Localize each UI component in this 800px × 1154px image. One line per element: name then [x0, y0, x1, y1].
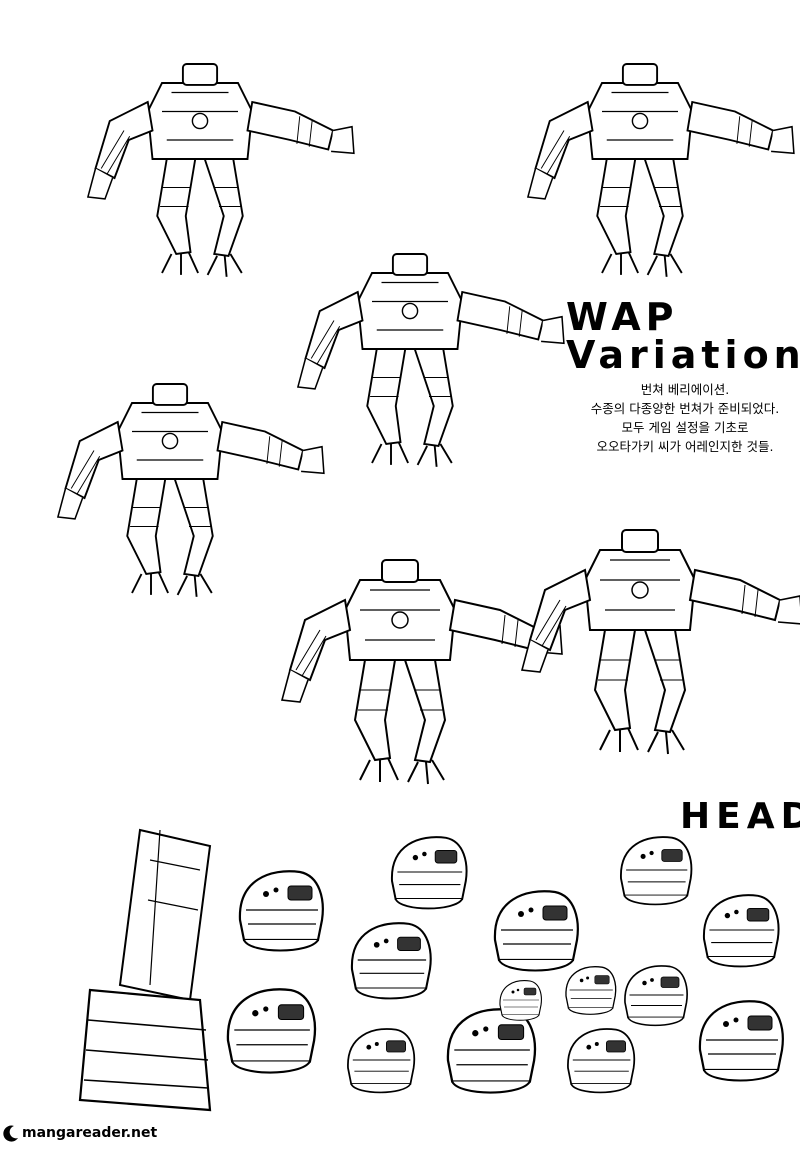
title-line-2: Variation [566, 333, 800, 377]
head-8 [347, 1028, 416, 1094]
head-13 [565, 966, 617, 1015]
head-6 [702, 894, 780, 968]
mech-4 [56, 383, 325, 598]
description-line: 수종의 다종양한 번쳐가 준비되었다. [590, 401, 780, 416]
description-line: 번쳐 베리에이션. [640, 382, 730, 397]
watermark-text: mangareader.net [22, 1125, 158, 1141]
cylinder-part [78, 828, 212, 1112]
watermark: mangareader.net [2, 1124, 157, 1142]
head-2 [390, 836, 468, 910]
title-line-1: WAP [566, 295, 679, 339]
head-12 [698, 1000, 784, 1082]
mech-2 [526, 63, 795, 278]
mech-3 [296, 253, 565, 468]
moon-logo-icon [3, 1125, 18, 1142]
description-line: 오오타가키 씨가 어레인지한 것들. [596, 439, 774, 454]
head-1 [238, 870, 324, 952]
mech-5 [281, 559, 563, 785]
head-9 [446, 1008, 537, 1094]
head-7 [226, 988, 317, 1074]
head-5 [619, 836, 693, 906]
description-line: 모두 게임 설정을 기초로 [621, 420, 749, 435]
description-text: 번쳐 베리에이션. 수종의 다종양한 번쳐가 준비되었다. 모두 게임 설정을 … [574, 380, 796, 456]
head-14 [499, 980, 542, 1021]
head-4 [493, 890, 579, 972]
head-11 [624, 965, 688, 1027]
head-3 [350, 922, 432, 1000]
head-section-label: HEAD [680, 796, 800, 837]
head-10 [567, 1028, 636, 1094]
mech-6 [521, 529, 800, 755]
mech-1 [86, 63, 355, 278]
wap-variation-title: WAP Variation [566, 298, 800, 374]
